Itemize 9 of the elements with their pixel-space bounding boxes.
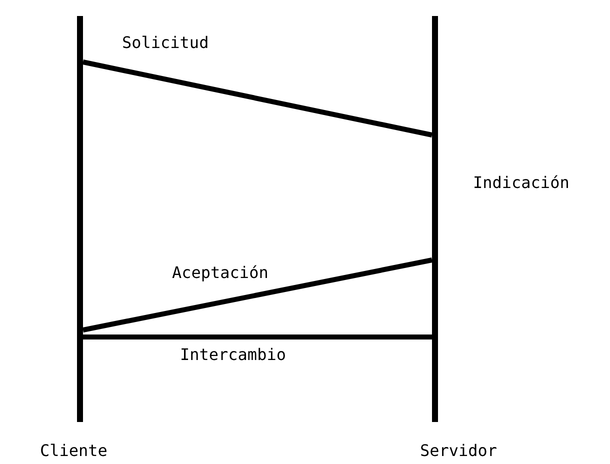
edge-label: Solicitud: [122, 33, 209, 52]
edge-label: Intercambio: [180, 345, 286, 364]
message-line: [83, 334, 432, 340]
message-line: [82, 258, 432, 332]
edge-label: Aceptación: [172, 263, 268, 282]
participant-label: Servidor: [420, 441, 498, 460]
participant-label: Cliente: [40, 441, 108, 460]
note-label: Indicación: [473, 173, 570, 192]
message-line: [82, 60, 433, 138]
